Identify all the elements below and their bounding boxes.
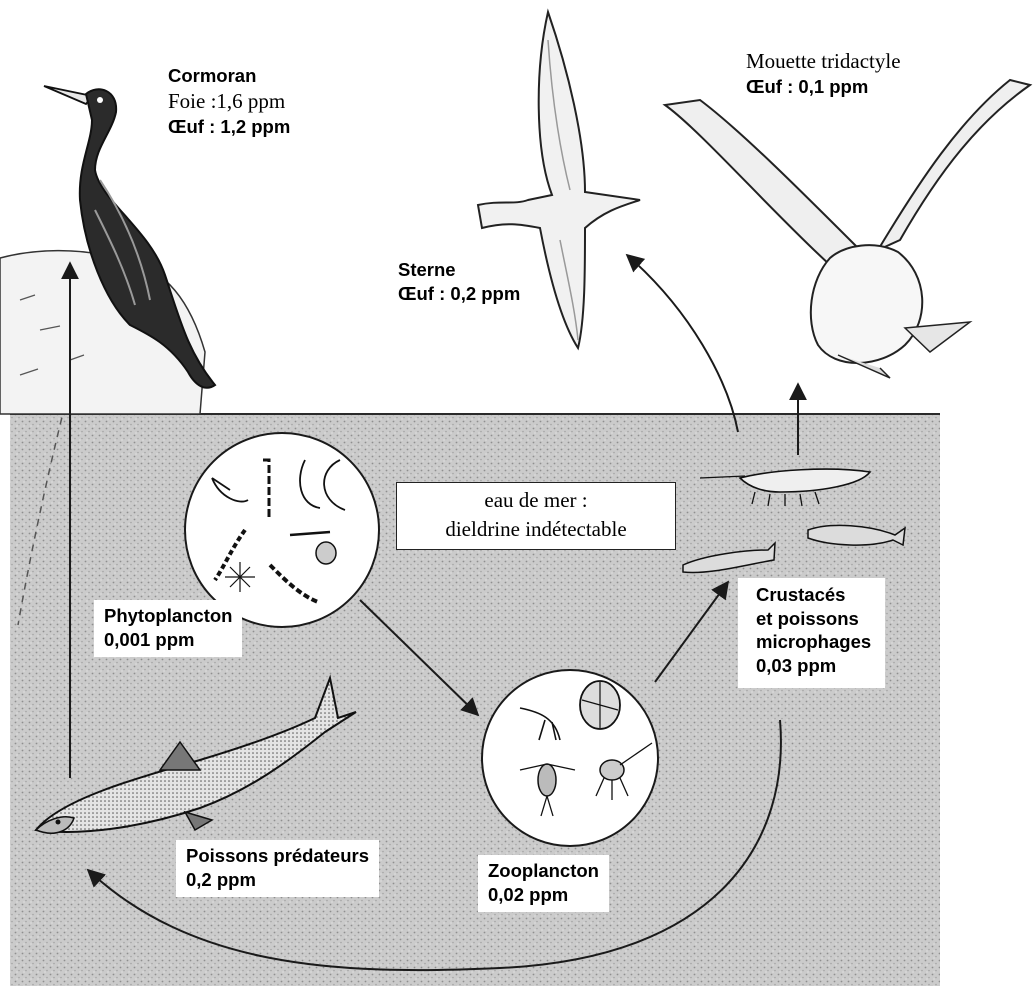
crustaces-line3: microphages (756, 630, 871, 654)
label-zooplancton: Zooplancton 0,02 ppm (478, 855, 609, 912)
mouette-name: Mouette tridactyle (746, 48, 901, 75)
sterne-name: Sterne (398, 258, 520, 282)
crustaces-value: 0,03 ppm (756, 654, 871, 678)
poissons-value: 0,2 ppm (186, 868, 369, 892)
seawater-line2: dieldrine indétectable (397, 515, 675, 544)
zooplancton-name: Zooplancton (488, 859, 599, 883)
seawater-box: eau de mer : dieldrine indétectable (396, 482, 676, 550)
phytoplancton-value: 0,001 ppm (104, 628, 232, 652)
label-sterne: Sterne Œuf : 0,2 ppm (398, 258, 520, 305)
zooplankton-circle (482, 670, 658, 846)
arrow-crustaces-to-tern (627, 255, 738, 432)
crustaces-line2: et poissons (756, 607, 871, 631)
phytoplankton-circle (185, 433, 379, 627)
kittiwake-illustration (665, 80, 1030, 378)
cormoran-oeuf: Œuf : 1,2 ppm (168, 115, 290, 139)
cormoran-name: Cormoran (168, 64, 290, 88)
cormoran-foie: Foie :1,6 ppm (168, 88, 290, 115)
label-mouette: Mouette tridactyle Œuf : 0,1 ppm (746, 48, 901, 99)
label-poissons-predateurs: Poissons prédateurs 0,2 ppm (176, 840, 379, 897)
seawater-line1: eau de mer : (397, 486, 675, 515)
label-phytoplancton: Phytoplancton 0,001 ppm (94, 600, 242, 657)
label-cormoran: Cormoran Foie :1,6 ppm Œuf : 1,2 ppm (168, 64, 290, 138)
crustaces-line1: Crustacés (756, 583, 871, 607)
zooplancton-value: 0,02 ppm (488, 883, 599, 907)
mouette-oeuf: Œuf : 0,1 ppm (746, 75, 901, 99)
poissons-name: Poissons prédateurs (186, 844, 369, 868)
phytoplancton-name: Phytoplancton (104, 604, 232, 628)
sterne-oeuf: Œuf : 0,2 ppm (398, 282, 520, 306)
label-crustaces: Crustacés et poissons microphages 0,03 p… (738, 578, 885, 688)
